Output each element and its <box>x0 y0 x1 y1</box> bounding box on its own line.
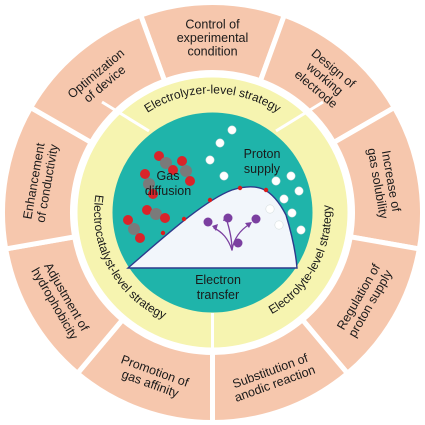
co2-molecule <box>140 169 158 199</box>
interface-dot <box>160 230 166 236</box>
interface-dot <box>181 216 187 222</box>
proton <box>274 220 284 230</box>
gas-molecules <box>123 151 195 243</box>
proton <box>271 176 281 186</box>
co2-molecule <box>123 215 145 243</box>
arrowhead-icon <box>245 222 252 228</box>
proton <box>227 125 237 135</box>
co2-molecule <box>142 205 170 223</box>
arrowhead-icon <box>212 224 218 231</box>
energy-curve <box>126 186 298 269</box>
co2-molecule <box>154 151 178 175</box>
strategy-divider-right <box>275 100 324 133</box>
proton <box>287 208 297 218</box>
proton <box>205 155 215 165</box>
proton <box>286 171 296 181</box>
electron <box>251 214 261 224</box>
interface-dot <box>237 185 243 191</box>
interface-dots <box>160 185 269 236</box>
electron-particles <box>203 213 261 248</box>
interface-dot <box>263 187 269 193</box>
outer-segment <box>27 11 168 146</box>
electron <box>233 238 243 248</box>
proton <box>215 138 225 148</box>
co2-molecule <box>177 156 195 186</box>
proton <box>296 225 306 235</box>
proton <box>265 204 275 214</box>
electron <box>223 213 233 223</box>
interface-dot <box>207 197 213 203</box>
proton <box>279 194 289 204</box>
electron <box>203 217 213 227</box>
proton <box>219 171 229 181</box>
proton <box>294 186 304 196</box>
strategy-divider-left <box>101 100 150 133</box>
proton-particles <box>205 125 306 235</box>
